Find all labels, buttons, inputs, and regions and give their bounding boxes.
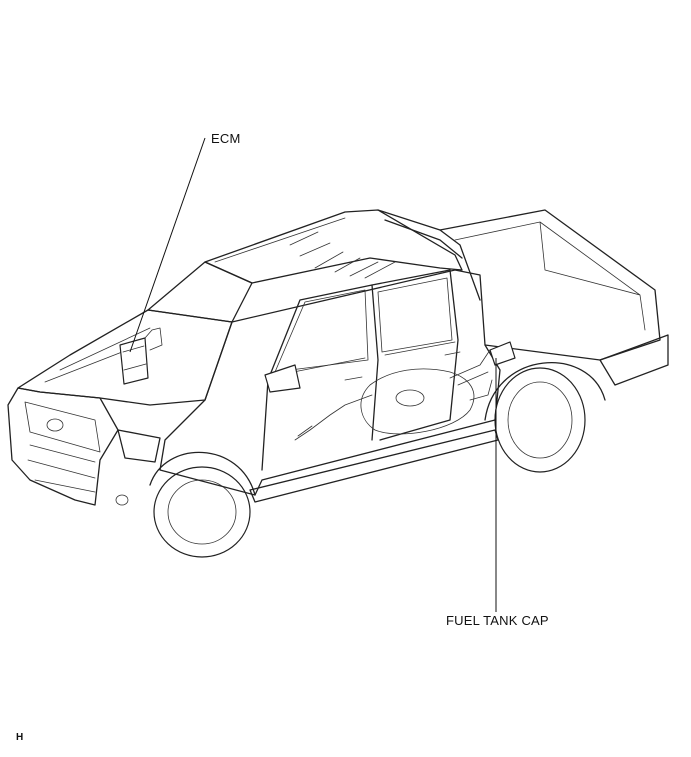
diagram-code: H — [16, 732, 24, 743]
ecm-unit — [119, 327, 163, 385]
truck-body — [7, 209, 669, 558]
ecm-label: ECM — [211, 131, 241, 146]
fuel-tank-cap-label: FUEL TANK CAP — [446, 613, 549, 628]
ecm-leader-line — [129, 137, 206, 353]
